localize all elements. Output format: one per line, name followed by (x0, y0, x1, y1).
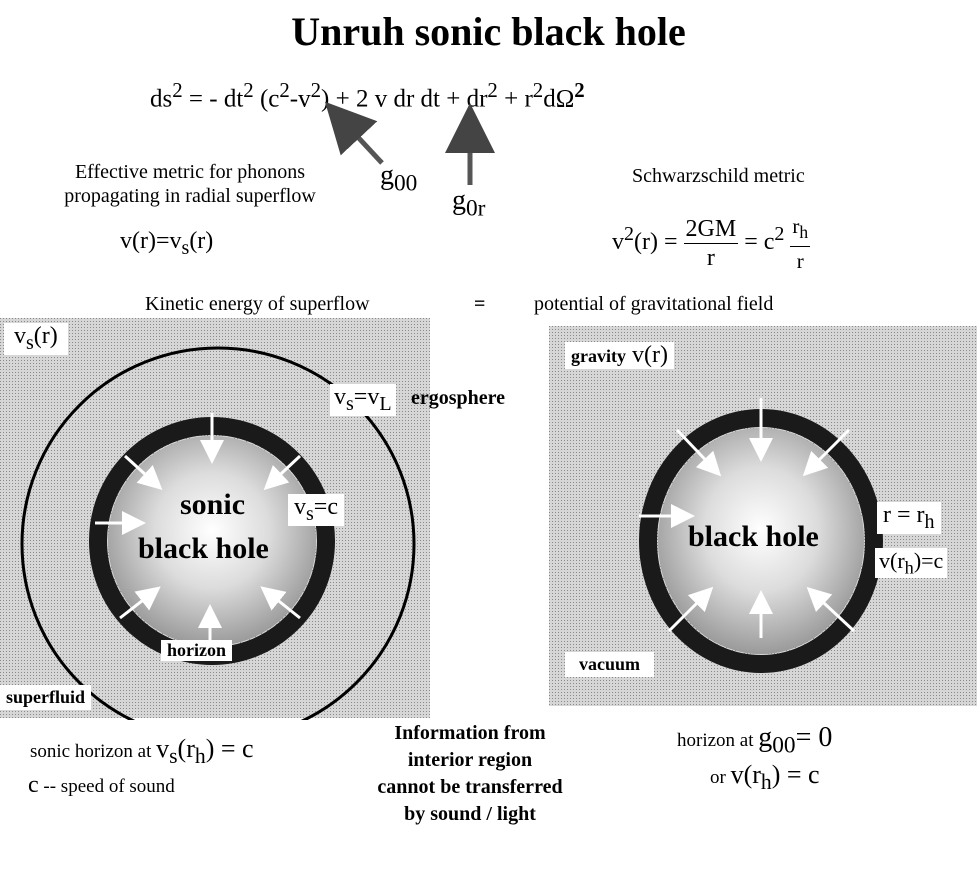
equals-sign: = (474, 293, 486, 315)
r-rh-label: r = rh (877, 502, 941, 534)
sonic-horizon-text: sonic horizon at vs(rh) = c (30, 734, 254, 769)
ergosphere-circle (20, 346, 416, 720)
horizon-label: horizon (161, 640, 233, 661)
left-black-hole-label: black hole (138, 532, 269, 565)
schwarzschild-title: Schwarzschild metric (632, 165, 805, 187)
speed-of-sound-text: c -- speed of sound (28, 772, 175, 798)
g0r-label: g0r (452, 185, 486, 222)
g00-label: g00 (380, 160, 418, 197)
vacuum-label: vacuum (565, 652, 655, 677)
kinetic-energy-text: Kinetic energy of superflow (145, 293, 370, 315)
v-rh-c-label: v(rh)=c (875, 548, 948, 579)
infall-arrows (639, 398, 856, 638)
or-v-rh-text: or v(rh) = c (710, 760, 820, 795)
superfluid-label: superfluid (0, 685, 92, 710)
ergosphere-label: ergosphere (411, 387, 506, 409)
sonic-label: sonic (180, 488, 246, 521)
gravity-label: gravity v(r) (565, 342, 674, 369)
vs-r-label: vs(r) (4, 323, 68, 355)
potential-text: potential of gravitational field (534, 293, 774, 315)
vs-vl-label: vs=vL (330, 384, 396, 416)
horizon-at-text: horizon at g00= 0 (677, 722, 833, 759)
vs-c-label: vs=c (288, 494, 344, 526)
page-title: Unruh sonic black hole (291, 9, 686, 54)
right-black-hole-label: black hole (688, 520, 819, 553)
vr-equation: v(r)=vs(r) (120, 228, 214, 259)
g00-arrow (324, 101, 384, 165)
inflow-arrows (95, 413, 302, 658)
information-text: Information from interior region cannot … (377, 722, 563, 825)
effective-metric-text: Effective metric for phonons propagating… (64, 161, 316, 207)
